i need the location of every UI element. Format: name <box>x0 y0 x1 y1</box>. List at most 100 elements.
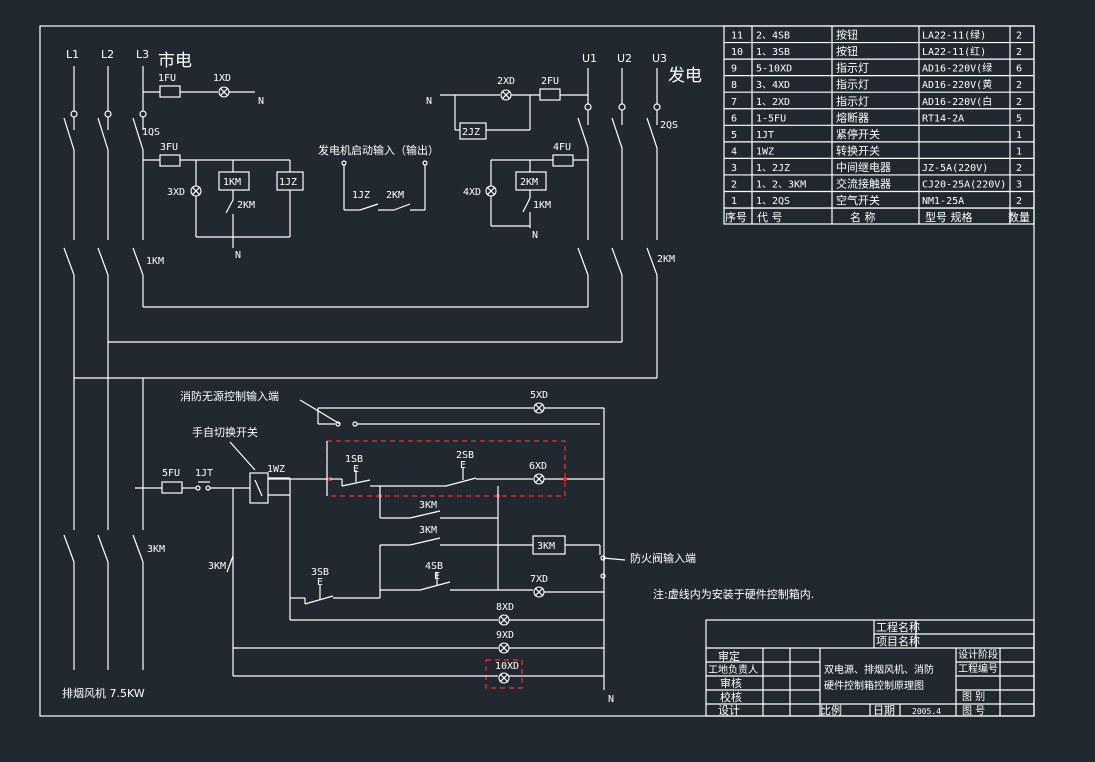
button-4sb-label: 4SB <box>425 561 443 572</box>
bom-cell-no: 2 <box>731 180 737 191</box>
fuse-5fu-label: 5FU <box>162 468 180 479</box>
tb-sheet-no: 图 号 <box>962 705 985 717</box>
lamp-3xd-label: 3XD <box>167 187 185 198</box>
tb-approve: 审定 <box>718 649 740 663</box>
generator-start-label: 发电机启动输入（输出） <box>318 143 439 157</box>
generator-start-section: 发电机启动输入（输出） 1JZ 2KM <box>318 143 439 211</box>
bom-cell-qty: 1 <box>1016 130 1022 141</box>
bom-header-no: 序号 <box>725 210 747 224</box>
phase-label-u3: U3 <box>652 52 667 65</box>
fuse-1fu-symbol <box>159 85 181 98</box>
bom-cell-model: CJ20-25A(220V) <box>922 180 1006 191</box>
damper-input-label: 防火阀输入端 <box>630 551 696 565</box>
holding-3km-label-b: 3KM <box>419 525 437 536</box>
bom-cell-no: 3 <box>731 163 737 174</box>
tb-project-name: 工程名称 <box>876 620 920 634</box>
tb-drawing-title-2: 硬件控制箱控制原理图 <box>824 679 924 692</box>
bom-cell-code: 1、2、3KM <box>756 180 806 191</box>
tb-project-no: 工程编号 <box>958 662 998 675</box>
neutral-label-5: N <box>608 694 614 705</box>
button-3sb-e: E <box>317 577 323 588</box>
holding-3km-label-a: 3KM <box>419 500 437 511</box>
coil-2jz-symbol <box>459 122 487 140</box>
interlock-1km-label: 1KM <box>533 200 551 211</box>
coil-3km-label: 3KM <box>537 541 555 552</box>
bom-cell-code: 1-5FU <box>756 113 786 124</box>
button-2sb-e: E <box>460 460 466 471</box>
bom-cell-no: 10 <box>731 47 743 58</box>
phase-label-l2: L2 <box>101 48 114 61</box>
neutral-label-4: N <box>532 230 538 241</box>
coil-1km-label: 1KM <box>223 177 241 188</box>
bom-cell-code: 2、4SB <box>756 31 790 42</box>
bom-cell-name: 指示灯 <box>836 94 869 108</box>
bom-cell-qty: 2 <box>1016 47 1022 58</box>
bom-header-name: 名 称 <box>850 210 876 224</box>
bom-cell-name: 按钮 <box>836 44 858 58</box>
contact-1jz-label: 1JZ <box>352 190 370 201</box>
lamp-9xd-label: 9XD <box>496 630 514 641</box>
phase-label-u2: U2 <box>617 52 632 65</box>
coil-2jz-label: 2JZ <box>462 127 480 138</box>
bom-header-model: 型号 规格 <box>925 210 973 224</box>
bom-cell-qty: 2 <box>1016 97 1022 108</box>
tb-item-name: 项目名称 <box>876 634 920 648</box>
neutral-label-2: N <box>235 250 241 261</box>
bom-cell-qty: 2 <box>1016 196 1022 207</box>
fan-label: 排烟风机 7.5KW <box>62 686 145 700</box>
phase-label-l1: L1 <box>66 48 79 61</box>
bom-cell-qty: 6 <box>1016 64 1022 75</box>
bom-cell-name: 交流接触器 <box>836 177 891 191</box>
button-2sb-label: 2SB <box>456 450 474 461</box>
bom-cell-model: RT14-2A <box>922 113 964 124</box>
mains-title: 市电 <box>158 51 192 71</box>
tb-drawing-title-1: 双电源、排烟风机、消防 <box>824 663 934 676</box>
bom-cell-no: 11 <box>731 31 743 42</box>
bom-cell-code: 1、2JZ <box>756 163 790 174</box>
bom-cell-code: 1、2XD <box>756 97 790 108</box>
bom-cell-name: 指示灯 <box>836 61 869 75</box>
bom-cell-qty: 5 <box>1016 113 1022 124</box>
switch-2qs-label: 2QS <box>660 120 678 131</box>
bom-cell-no: 8 <box>731 80 737 91</box>
tb-category: 图 别 <box>962 691 985 703</box>
bom-cell-name: 按钮 <box>836 28 858 42</box>
fan-motor-section: 3KM 排烟风机 7.5KW <box>62 378 165 700</box>
bom-cell-code: 1、2QS <box>756 196 790 207</box>
bom-cell-code: 3、4XD <box>756 80 790 91</box>
bom-cell-name: 熔断器 <box>836 110 869 124</box>
lamp-5xd-label: 5XD <box>530 390 548 401</box>
title-block: 工程名称 项目名称 审定 工地负责人 审核 校核 设计 双电源、排烟风机、消防 … <box>705 619 1035 717</box>
bom-cell-model: AD16-220V(绿 <box>922 62 992 75</box>
tb-check: 校核 <box>720 690 742 704</box>
bom-cell-code: 5-10XD <box>756 64 792 75</box>
bom-cell-qty: 2 <box>1016 163 1022 174</box>
bom-cell-qty: 1 <box>1016 146 1022 157</box>
generator-title: 发电 <box>668 66 702 86</box>
fire-control-section: 消防无源控制输入端 手自切换开关 5FU 1JT 1WZ 5XD <box>135 389 814 705</box>
button-4sb-e: E <box>434 571 440 582</box>
tb-design: 设计 <box>718 704 740 717</box>
bom-cell-code: 1WZ <box>756 146 774 157</box>
bom-cell-model: LA22-11(红) <box>922 45 986 58</box>
bom-cell-name: 指示灯 <box>836 77 869 91</box>
lamp-10xd-label: 10XD <box>495 661 519 672</box>
bom-cell-no: 7 <box>731 97 737 108</box>
bom-cell-no: 5 <box>731 130 737 141</box>
bom-cell-no: 9 <box>731 64 737 75</box>
tb-date: 日期 <box>873 704 895 717</box>
note-text: 注:虚线内为安装于硬件控制箱内. <box>653 587 814 601</box>
fire-input-label: 消防无源控制输入端 <box>180 389 279 403</box>
button-1sb-e: E <box>353 464 359 475</box>
lamp-6xd-label: 6XD <box>529 461 547 472</box>
bom-cell-model: NM1-25A <box>922 196 964 207</box>
bom-cell-model: JZ-5A(220V) <box>922 163 988 174</box>
bom-cell-no: 6 <box>731 113 737 124</box>
coil-2km-symbol <box>515 171 547 191</box>
button-3sb-label: 3SB <box>311 567 329 578</box>
contact-2km-label: 2KM <box>386 190 404 201</box>
phase-label-u1: U1 <box>582 52 597 65</box>
bom-cell-no: 1 <box>731 196 737 207</box>
bom-cell-qty: 2 <box>1016 80 1022 91</box>
